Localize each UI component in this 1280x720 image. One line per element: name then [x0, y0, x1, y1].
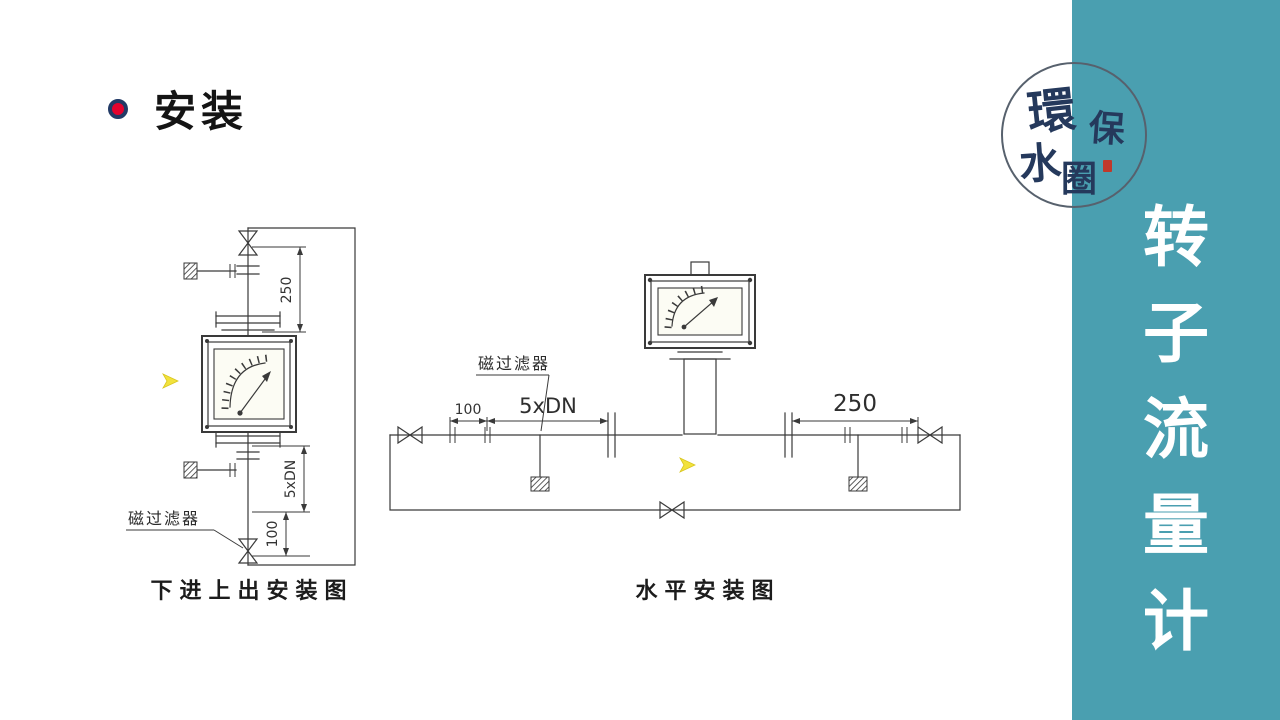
magnetic-filter-icon: [848, 476, 868, 492]
sidebar-char: 计: [1143, 584, 1209, 658]
diagram-caption: 下进上出安装图: [150, 578, 353, 603]
magnetic-filter-icon: [183, 461, 198, 479]
logo-char: 圈: [1061, 159, 1098, 199]
gauge-needle-icon: [239, 374, 269, 414]
gauge-needle-icon: [683, 300, 715, 328]
sidebar-char: 转: [1143, 200, 1209, 274]
magnetic-filter-label: 磁过滤器: [478, 355, 550, 373]
flowmeter-display: [644, 261, 756, 435]
logo-char: 水: [1017, 140, 1063, 190]
dim-label-100: 100: [265, 521, 281, 548]
dim-label-5xdn: 5xDN: [519, 394, 577, 418]
logo-stamp: 環 保 水 圈: [1001, 62, 1147, 208]
dim-label-250: 250: [833, 391, 877, 417]
sidebar-char: 流: [1143, 392, 1209, 466]
valve-icon: [659, 500, 685, 520]
highlight-arrow-icon: [679, 457, 696, 473]
logo-char: 保: [1087, 107, 1127, 151]
gauge-scale-icon: [221, 354, 269, 410]
valve-icon: [237, 538, 259, 564]
dim-label-5xdn: 5xDN: [283, 460, 299, 498]
bypass-pipe: [247, 227, 356, 566]
right-diagram: 100 5xDN 250 磁过滤器 水平安装图: [389, 261, 961, 603]
valve-icon: [397, 425, 423, 445]
magnetic-filter-label: 磁过滤器: [128, 510, 200, 528]
dim-label-250: 250: [279, 277, 295, 304]
sidebar-char: 量: [1143, 488, 1209, 562]
left-diagram: 250: [126, 227, 356, 603]
highlight-arrow-icon: [162, 373, 179, 389]
logo-seal-icon: [1103, 160, 1112, 172]
diagram-caption: 水平安装图: [635, 578, 780, 603]
valve-icon: [237, 230, 259, 256]
magnetic-filter-icon: [530, 476, 550, 492]
bypass-pipe: [389, 434, 961, 511]
dim-label-100: 100: [455, 402, 482, 418]
title-bullet-icon: [108, 98, 128, 119]
sidebar-char: 子: [1143, 296, 1209, 370]
flowmeter-display: [201, 335, 297, 433]
valve-icon: [917, 425, 943, 445]
title-row: 安装: [108, 78, 248, 139]
page-title: 安装: [154, 88, 249, 135]
vent-plug-icon: [183, 262, 198, 280]
